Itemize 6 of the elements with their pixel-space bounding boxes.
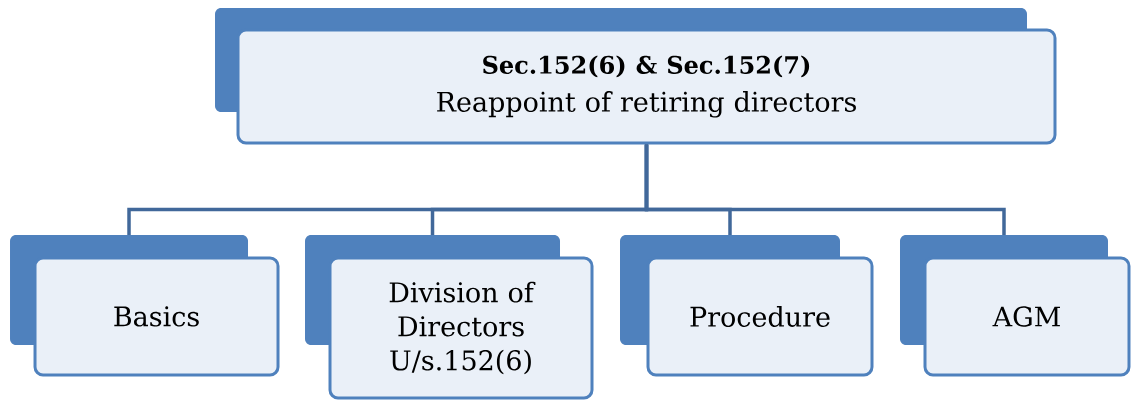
box: AGM — [900, 235, 1131, 377]
box: Sec.152(6) & Sec.152(7) Reappoint of retiring directors — [215, 8, 1057, 145]
box: Division of Directors U/s.152(6) — [305, 235, 594, 400]
box: Procedure — [620, 235, 874, 377]
box: Basics — [10, 235, 280, 377]
connector — [644, 144, 1006, 235]
